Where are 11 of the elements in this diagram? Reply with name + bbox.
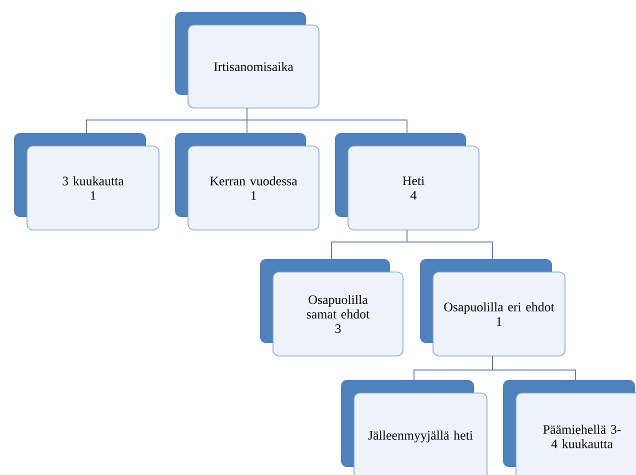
org-chart-box: Jälleenmyyjällä heti bbox=[341, 380, 488, 475]
org-chart-box: Päämiehellä 3-4 kuukautta bbox=[503, 380, 636, 475]
connector-line bbox=[246, 108, 408, 134]
connector-line bbox=[492, 356, 576, 380]
org-chart-box: Osapuolilla eri ehdot 1 bbox=[420, 259, 566, 356]
connector-line bbox=[406, 230, 493, 260]
org-chart-box: 3 kuukautta 1 bbox=[14, 133, 160, 230]
org-chart-box: Heti 4 bbox=[335, 133, 480, 230]
org-chart-box: Irtisanomisaika bbox=[175, 12, 320, 108]
org-chart-box: Kerran vuodessa 1 bbox=[175, 133, 320, 230]
org-chart-box: Osapuolilla samat ehdot 3 bbox=[260, 259, 404, 356]
